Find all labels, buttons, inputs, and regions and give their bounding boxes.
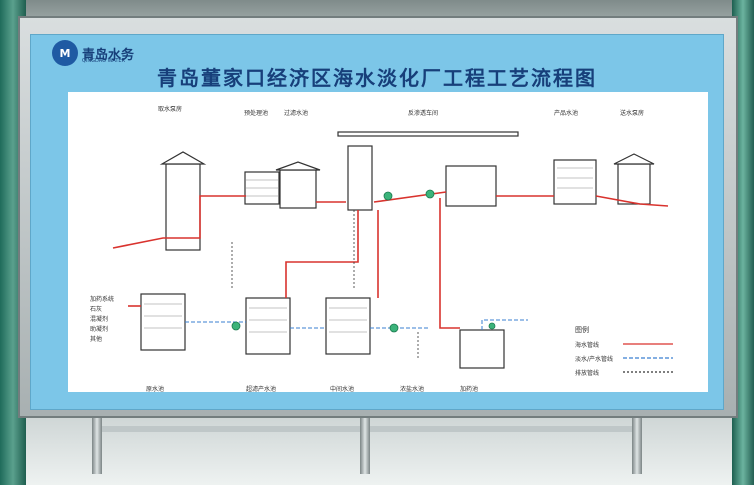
input-label: 助凝剂 [90, 326, 109, 333]
logo-subtitle: QINGDAO WATER [82, 58, 126, 64]
label-product: 产品水池 [554, 110, 579, 117]
stand-leg [632, 414, 642, 474]
label-rejected: 浓盐水池 [400, 386, 425, 393]
logo-name: 青岛水务 [82, 47, 135, 63]
ro-unit-left [347, 145, 373, 211]
chem-pool [459, 329, 505, 369]
input-label: 混凝剂 [90, 316, 109, 323]
stand-leg [92, 414, 102, 474]
process-diagram: 取水泵房 预处理池 过滤水池 反渗透车间 产品水池 送水泵房 原水池 超滤产水池… [68, 92, 708, 393]
filter-roof [275, 161, 321, 171]
legend-item: 排放管线 [575, 370, 600, 377]
company-logo: M 青岛水务 QINGDAO WATER [52, 40, 134, 66]
intake-building [165, 163, 201, 251]
ro-roof [337, 131, 519, 137]
filter-building [279, 169, 317, 209]
mid-pool [325, 297, 371, 355]
label-uf-pool: 超滤产水池 [246, 386, 277, 393]
pump-icon [389, 323, 399, 333]
logo-icon: M [52, 40, 78, 66]
label-chem-pool: 加药池 [460, 386, 479, 393]
ro-unit-right [445, 165, 497, 207]
sign-title: 青岛董家口经济区海水淡化厂工程工艺流程图 [157, 66, 597, 90]
label-pretreat: 预处理池 [244, 110, 269, 117]
label-outflow: 送水泵房 [620, 110, 645, 117]
stand-leg [360, 414, 370, 474]
legend-title: 图例 [575, 326, 589, 334]
label-filter: 过滤水池 [284, 110, 309, 117]
legend-item: 海水管线 [575, 342, 600, 349]
input-label: 其他 [90, 336, 103, 343]
product-tank [553, 159, 597, 205]
label-raw-pool: 原水池 [146, 386, 165, 393]
input-label: 石灰 [90, 306, 103, 313]
label-intake: 取水泵房 [158, 106, 183, 113]
diagram-lines [112, 131, 673, 373]
uf-pool [245, 297, 291, 355]
intake-roof [159, 151, 207, 165]
outflow-roof [613, 153, 655, 165]
raw-pool [140, 293, 186, 351]
legend-item: 淡水/产水管线 [575, 356, 614, 363]
outflow-building [617, 163, 651, 205]
label-mid-pool: 中间水池 [330, 386, 355, 393]
pump-icon [231, 321, 241, 331]
label-ro-room: 反渗透车间 [408, 110, 439, 117]
pump-icon [425, 189, 435, 199]
pump-icon [383, 191, 393, 201]
input-label: 加药系统 [90, 296, 115, 303]
pump-icon [488, 322, 496, 330]
